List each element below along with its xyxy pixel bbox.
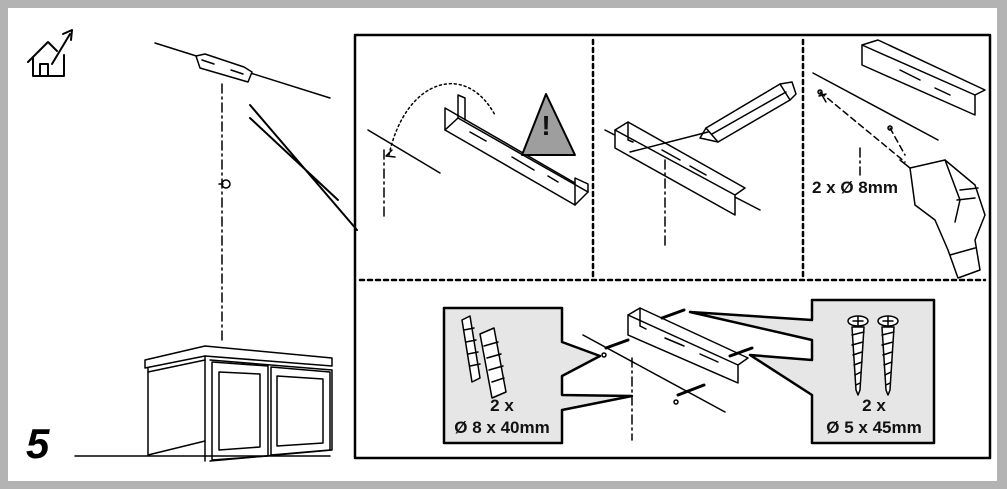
detail-box [353,33,992,460]
anchor-quantity-label: 2 x [490,396,514,415]
screw-size-label: Ø 5 x 45mm [826,418,922,437]
panel-position-bracket [367,82,589,221]
screw-quantity-label: 2 x [862,396,886,415]
vertical-divider [591,38,805,280]
warning-symbol: ! [541,110,551,141]
step-number: 5 [26,420,50,467]
wall-plug-icon [461,315,507,399]
drill-icon [899,159,986,279]
warning-triangle-icon [521,93,576,156]
panel-drill-holes [812,39,986,176]
screw-icon [847,315,899,396]
drill-size-label: 2 x Ø 8mm [812,178,898,197]
house-with-outward-arrow-icon [27,29,73,77]
panel-mount-bracket [582,307,754,441]
anchor-size-label: Ø 8 x 40mm [454,418,550,437]
panel-mark-wall [604,121,761,249]
panel-screws [688,298,936,445]
overview-wall-scene [74,42,358,462]
pencil-icon [699,81,797,143]
